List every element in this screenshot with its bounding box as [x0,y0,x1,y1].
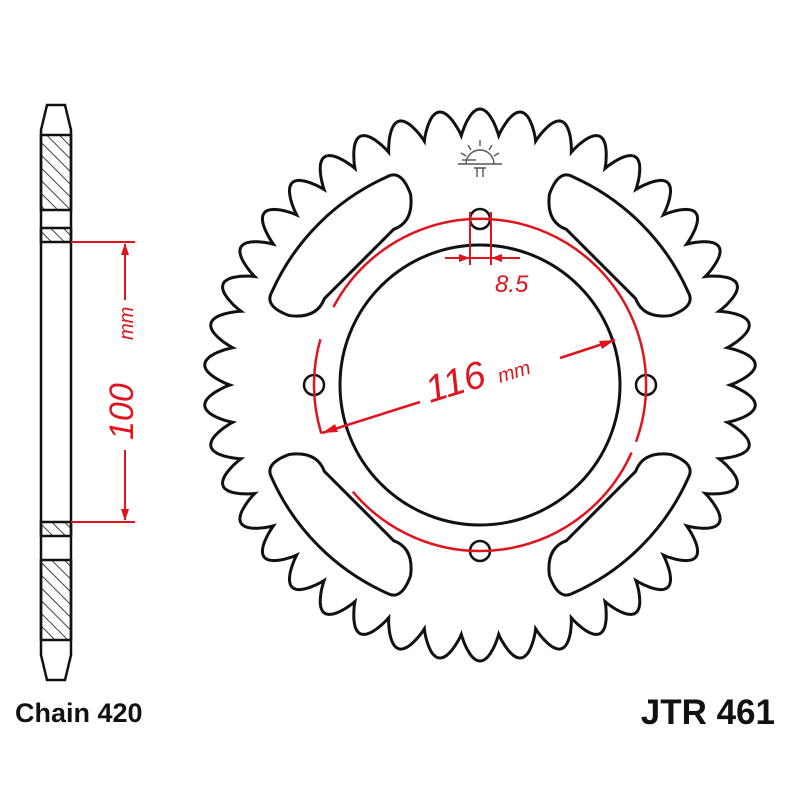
chain-label: Chain 420 [15,698,143,728]
center-bore-unit: mm [116,307,138,340]
bolt-circle-dimension [321,338,616,435]
bolt-hole-dimension [445,212,520,265]
center-bore-dimension [71,241,135,523]
bolt-circle-value: 116 [420,353,491,411]
cutout-1 [547,173,692,318]
jt-sunrise-logo [458,140,502,177]
side-profile [39,103,73,682]
lightening-cutouts [268,173,692,597]
center-bore-value: 100 [103,383,141,440]
cutout-3 [268,452,413,597]
bolt-circle-line [312,217,648,553]
cutout-0 [268,173,413,318]
sprocket-outline [203,107,757,663]
bolt-circle-unit: mm [495,357,533,388]
bolt-hole-value: 8.5 [495,271,529,298]
part-number: JTR 461 [641,693,775,732]
center-bore [338,243,622,527]
cutout-2 [547,452,692,597]
